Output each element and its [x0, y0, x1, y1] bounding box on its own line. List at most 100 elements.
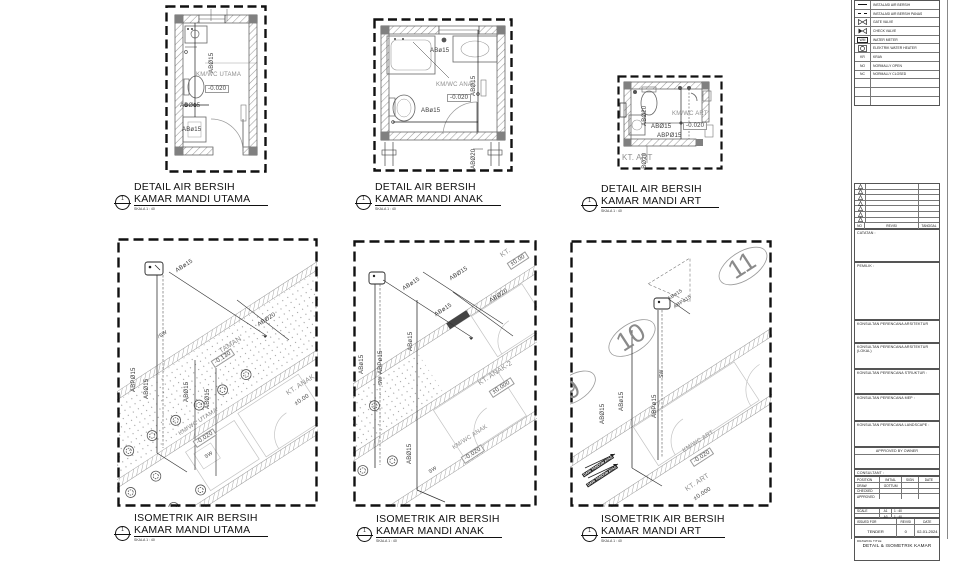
plan-drawing-utama [165, 5, 267, 173]
legend-row: ELEKTRIK WATER HEATER [855, 44, 939, 54]
scale-table: SCALE A1 1 : 40 A3 1 : 40 [854, 508, 940, 519]
legend-row-empty [855, 79, 939, 88]
pemilik-label: PEMILIK : [857, 264, 875, 268]
pipe-label: ABØ15 [407, 443, 413, 464]
title-iso-anak: 1 ISOMETRIK AIR BERSIH KAMAR MANDI ANAK … [356, 513, 503, 543]
figure-isometrik-kamar-mandi-utama: ABø15 ABØ20 /SW ABPØ15 ABØ15 ABØ15 ABØ15… [117, 238, 318, 507]
isometric-drawing-utama [117, 238, 318, 507]
figure-title-line2: KAMAR MANDI ART [601, 195, 720, 208]
pipe-label: ABØ15 [184, 381, 190, 402]
pipe-label: ABPø15 [378, 350, 384, 374]
figure-scale: SKALA 1 : 40 [375, 207, 396, 211]
legend-row-empty [855, 87, 939, 97]
figure-title-line2: KAMAR MANDI UTAMA [134, 193, 269, 206]
figure-scale: SKALA 1 : 40 [601, 539, 622, 543]
scale-value: 1 : 40 [893, 514, 902, 519]
normally-closed-icon: NC [855, 70, 871, 79]
issued-for-value: TENDER [855, 525, 897, 537]
consultant-box-arsitektur-lokal: KONSULTAN PERENCANA ARSITEKTUR (LOKAL) [854, 343, 940, 369]
pos-cell: APPROVED [855, 494, 881, 499]
area-label: KT. ART [622, 153, 653, 162]
legend-label: GATE VALVE [873, 20, 894, 25]
figure-scale: SKALA 1 : 40 [601, 209, 622, 213]
pipe-label: ABø15 [619, 391, 625, 411]
pipe-label: ABPø15 [652, 394, 658, 418]
sheet-edge-line [947, 0, 948, 539]
normally-open-icon: NO [855, 61, 871, 70]
scale-value: 1 : 40 [893, 509, 902, 513]
plan-drawing-anak [373, 18, 513, 172]
figure-isometrik-kamar-mandi-art: 11 10 9 ABø15 ABPø15 SW ABø15 ABPø15 ABØ… [570, 240, 772, 507]
room-label: KM/WC ART [672, 111, 708, 117]
consultant-bar: CONSULTANT : [854, 469, 940, 476]
figure-scale: SKALA 1 : 40 [134, 207, 155, 211]
revision-row [855, 211, 939, 218]
revisi-value: 0 [897, 525, 916, 537]
ref-number: 1 [121, 196, 124, 202]
title-detail-anak: 1 DETAIL AIR BERSIH KAMAR MANDI ANAK SKA… [355, 181, 502, 211]
detail-ref-circle: 1 [581, 197, 598, 212]
pos-header: SIGN [902, 477, 919, 482]
figure-title-line2: KAMAR MANDI ART [601, 525, 725, 538]
title-iso-utama: 1 ISOMETRIK AIR BERSIH KAMAR MANDI UTAMA… [114, 512, 269, 542]
title-detail-art: 1 DETAIL AIR BERSIH KAMAR MANDI ART SKAL… [581, 183, 720, 213]
pipe-label: ABPØ15 [657, 133, 682, 139]
dashed-pipe-line-icon [855, 9, 871, 18]
pipe-label: ABØ20 [642, 105, 648, 126]
consultant-box-mep: KONSULTAN PERENCANA MEP : [854, 394, 940, 421]
legend-label: INSTALASI AIR BERSIH [873, 2, 911, 7]
pipe-label: ABØ15 [180, 103, 201, 109]
figure-title-line2: KAMAR MANDI UTAMA [134, 524, 269, 537]
detail-ref-circle: 1 [581, 527, 598, 542]
revision-row [855, 189, 939, 196]
figure-isometrik-kamar-mandi-anak: KT. ±0.00 ABø15 ABØ15 ABØ20 ABø15 ABPø15… [353, 240, 537, 507]
revisi-label: REVISI [897, 519, 916, 524]
pos-cell: CHECKED [855, 489, 881, 493]
titleblock-panel: INSTALASI AIR BERSIH INSTALASI AIR BERSI… [851, 0, 942, 561]
figure-title-line1: ISOMETRIK AIR BERSIH [376, 513, 500, 525]
sw-label: SW [659, 369, 665, 378]
legend-label: NORMALLY OPEN [873, 63, 902, 68]
legend-row: INSTALASI AIR BERSIH [855, 1, 939, 10]
ref-number: 1 [363, 528, 366, 534]
drawing-title-text: DETAIL & ISOMETRIK KAMAR [862, 543, 932, 548]
consultant-label: KONSULTAN PERENCANA ARSITEKTUR [857, 322, 929, 326]
legend-row: WM WATER METER [855, 35, 939, 45]
pipe-label: ABø15 [359, 354, 365, 374]
pos-header: INITIAL [880, 477, 903, 482]
date-label: DATE [923, 519, 932, 524]
revision-col-no: NO [855, 223, 865, 229]
consultant-label: KONSULTAN PERENCANA STRUKTUR : [857, 371, 928, 375]
pipe-label: ABØ15 [209, 52, 215, 73]
figure-title-line2: KAMAR MANDI ANAK [375, 193, 502, 206]
gate-valve-icon [855, 18, 871, 27]
figure-title-line1: DETAIL AIR BERSIH [375, 181, 476, 193]
consultant-box-arsitektur: KONSULTAN PERENCANA ARSITEKTUR [854, 320, 940, 343]
consultant-label: KONSULTAN PERENCANA ARSITEKTUR (LOKAL) [857, 345, 929, 353]
title-iso-art: 1 ISOMETRIK AIR BERSIH KAMAR MANDI ART S… [581, 513, 725, 543]
consultant-box-struktur: KONSULTAN PERENCANA STRUKTUR : [854, 369, 940, 394]
plan-drawing-art [617, 75, 723, 170]
approved-label: APPROVED BY OWNER [855, 448, 939, 455]
figure-scale: SKALA 1 : 40 [376, 539, 397, 543]
isometric-drawing-art [570, 240, 772, 507]
ref-number: 1 [121, 527, 124, 533]
approved-by-owner-box: APPROVED BY OWNER [854, 447, 940, 469]
pipe-label: ABØ15 [144, 378, 150, 399]
date-value: 02-01-2024 [916, 528, 938, 534]
figure-detail-kamar-mandi-art: ABØ20 KM/WC ART ABØ15 -0.020 ABPØ15 ABØ2… [617, 75, 723, 170]
pipe-label: ABø15 [182, 127, 202, 133]
revision-row [855, 200, 939, 207]
figure-title-line1: ISOMETRIK AIR BERSIH [134, 512, 258, 524]
sw-label: SW [378, 376, 384, 385]
legend-row: INSTALASI AIR BERSIH PANAS [855, 9, 939, 19]
elevation-badge: -0.020 [447, 94, 472, 102]
figure-detail-kamar-mandi-utama: ABØ15 KM/WC UTAMA -0.020 ABØ15 ABø15 [165, 5, 267, 173]
isometric-drawing-anak [353, 240, 537, 507]
legend-label: KRAN [873, 54, 883, 59]
revision-row [855, 217, 939, 224]
elevation-badge: -0.020 [205, 85, 230, 93]
scale-label: SCALE [855, 509, 881, 513]
check-valve-icon [855, 27, 871, 35]
pos-cell: GOTTUM [880, 483, 903, 488]
